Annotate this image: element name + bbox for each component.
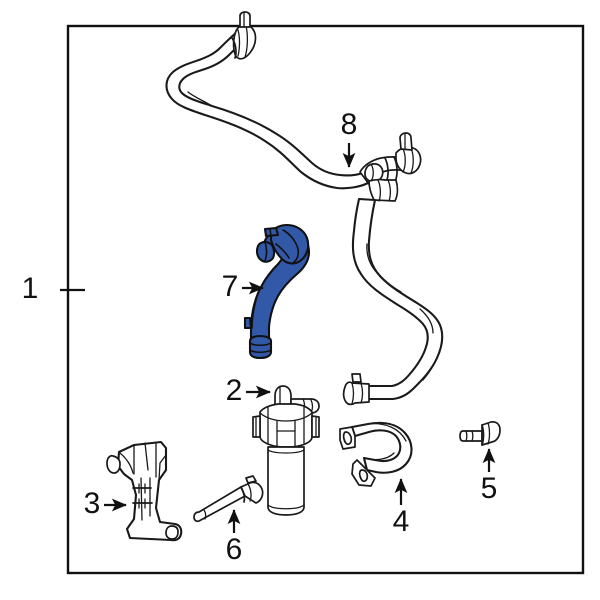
auxiliary-water-pump (252, 385, 320, 516)
callout-label-3: 3 (84, 487, 101, 520)
upper-coolant-hose (165, 11, 370, 190)
hose-connector-junction (359, 132, 422, 202)
highlighted-coolant-hose (243, 223, 311, 360)
hex-bolt-long (193, 475, 264, 523)
callout-label-6: 6 (226, 533, 243, 566)
mounting-bracket (106, 440, 183, 542)
callout-label-4: 4 (393, 505, 410, 538)
assembly-frame (66, 24, 585, 575)
callout-label-7: 7 (222, 270, 239, 303)
retaining-strap (339, 421, 413, 487)
hex-bolt-short (459, 420, 501, 446)
callout-label-1: 1 (22, 272, 39, 305)
callout-label-8: 8 (341, 108, 358, 141)
lower-coolant-hose (342, 197, 444, 406)
callout-label-5: 5 (481, 472, 498, 505)
callout-label-2: 2 (226, 374, 243, 407)
